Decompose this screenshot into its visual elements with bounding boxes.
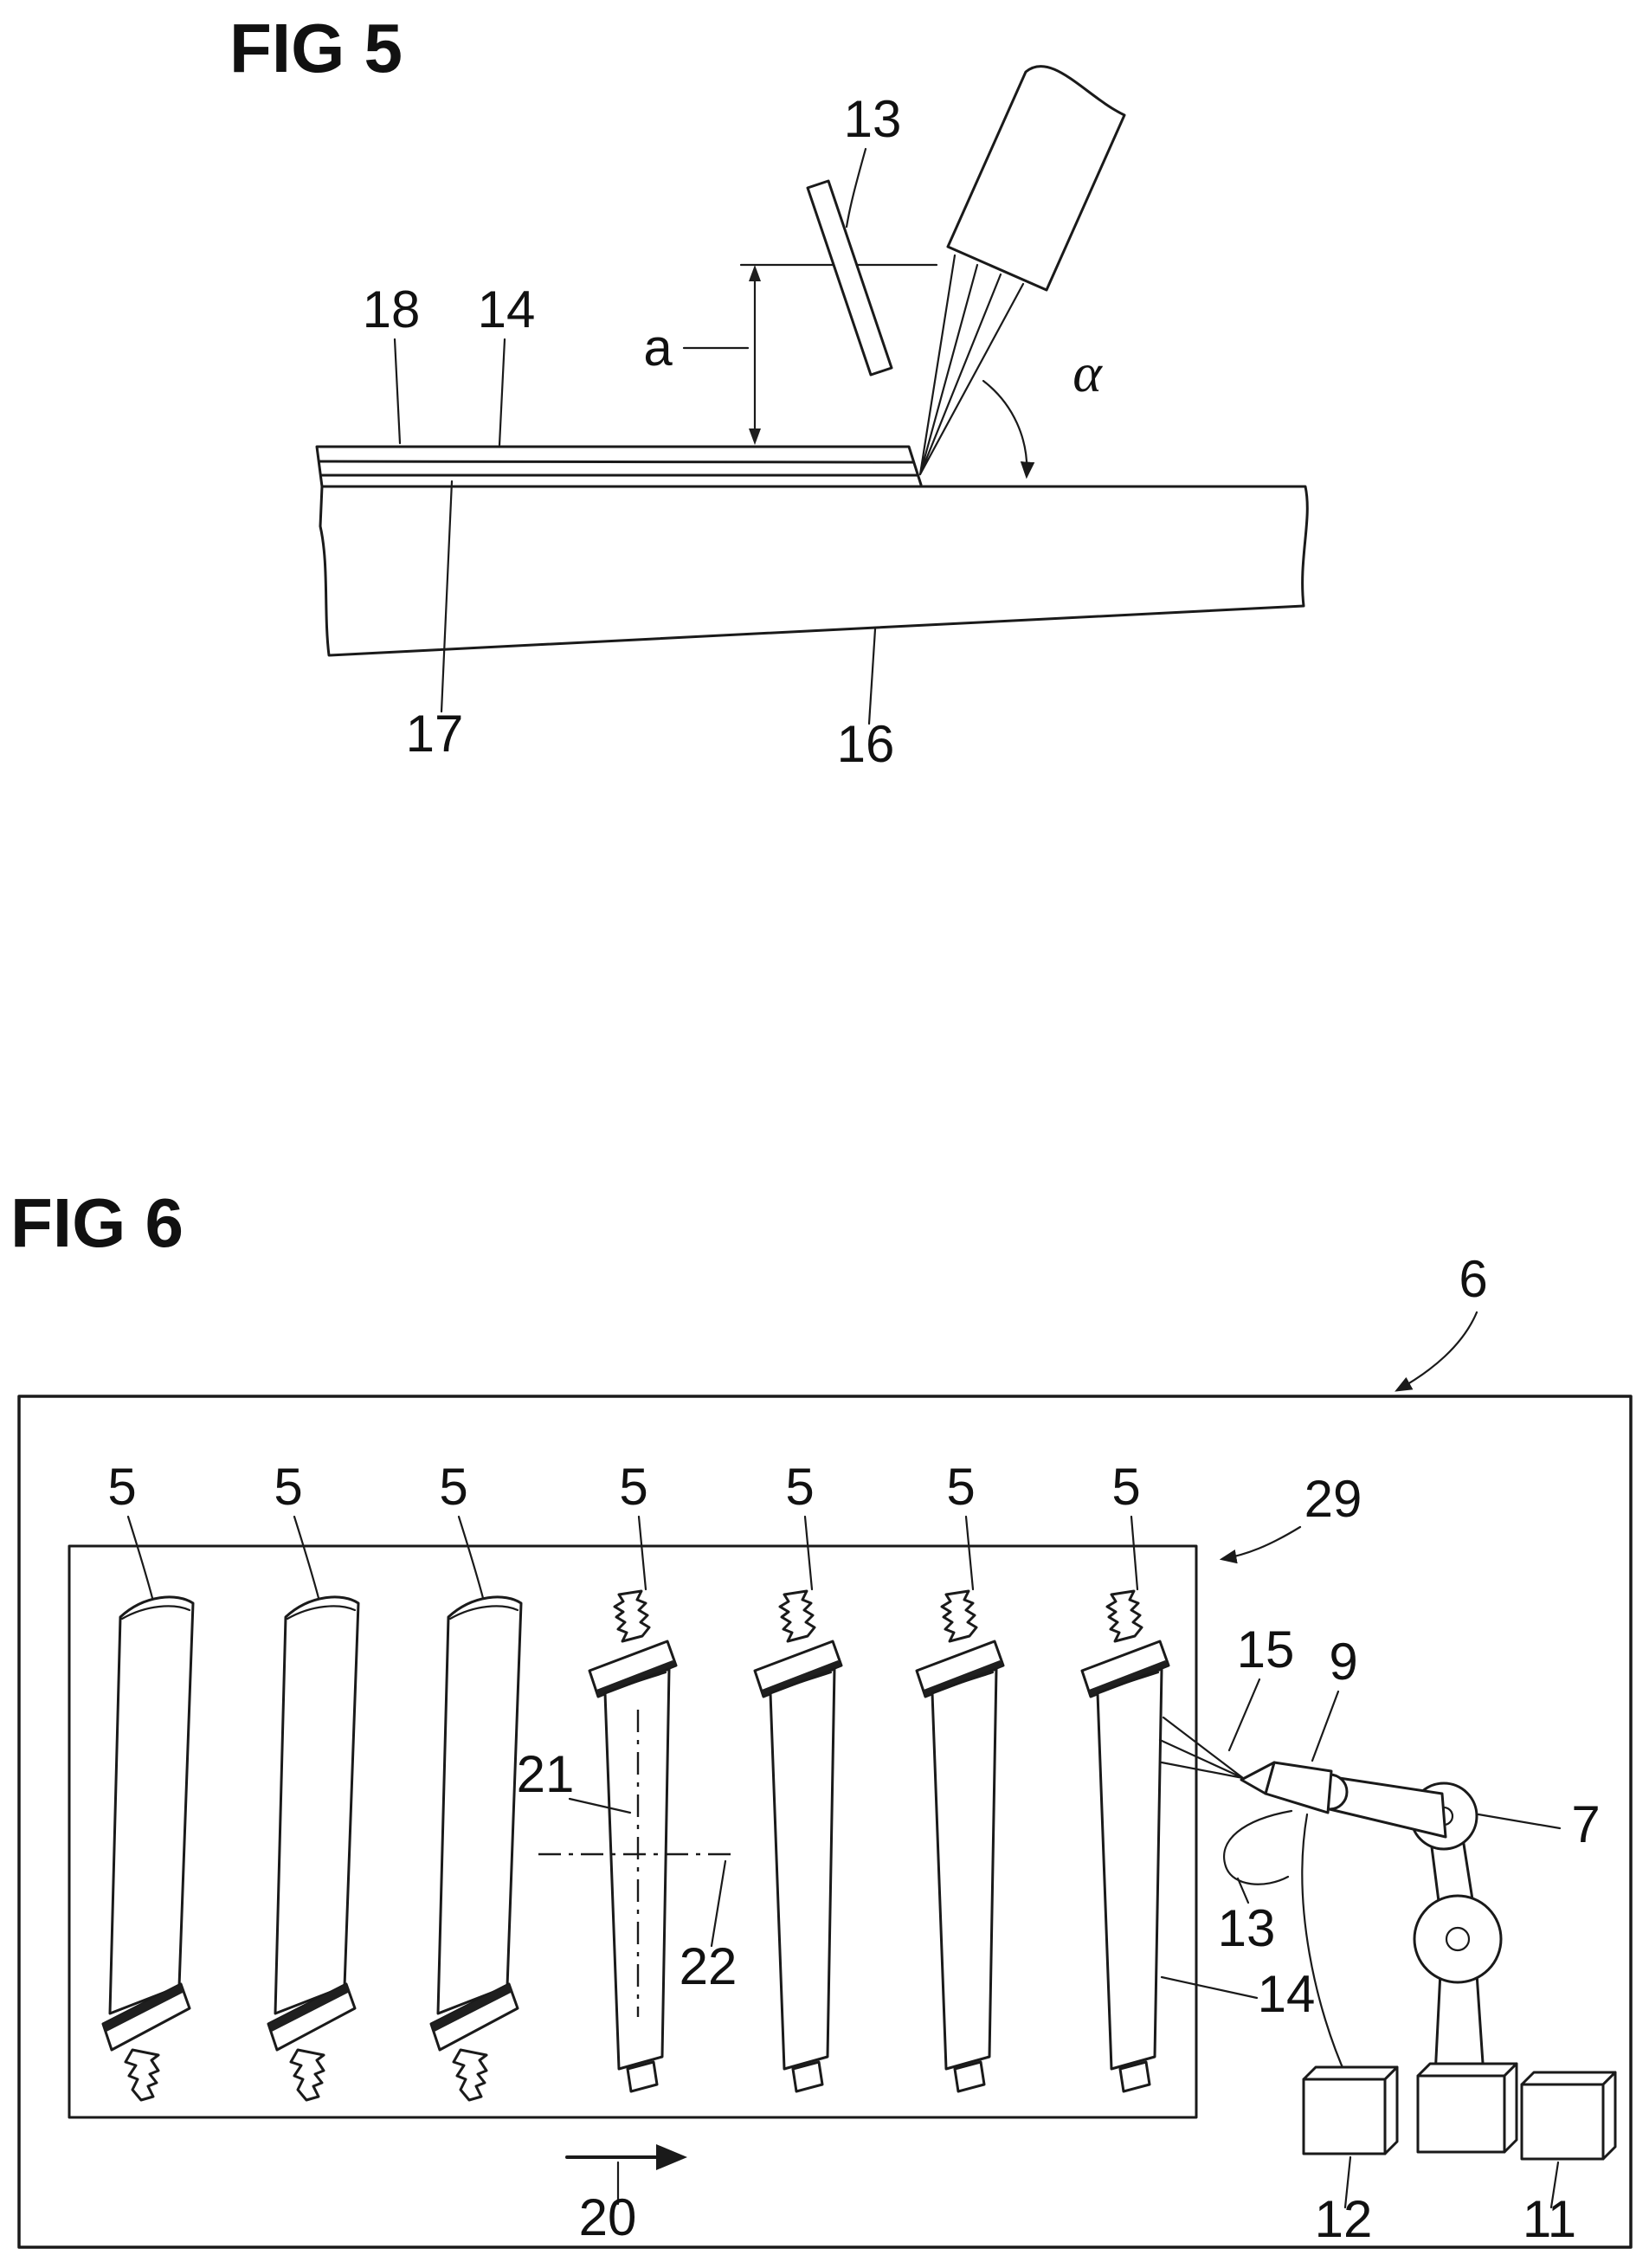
feed-direction: 20 bbox=[565, 2144, 687, 2246]
fig6-title: FIG 6 bbox=[10, 1184, 184, 1261]
label-direction-20: 20 bbox=[579, 2188, 637, 2246]
label-blade-5: 5 bbox=[439, 1458, 467, 1516]
blade-root-up bbox=[753, 1589, 843, 2093]
leader-installation bbox=[1395, 1311, 1478, 1392]
supply-units: 12 11 bbox=[1302, 2065, 1617, 2248]
angle-alpha: α bbox=[982, 342, 1103, 480]
label-axis-22: 22 bbox=[680, 1937, 738, 1995]
label-blade-5: 5 bbox=[785, 1458, 814, 1516]
robot-lower-link bbox=[1433, 1970, 1485, 2078]
blade-centerlines: 21 22 bbox=[517, 1710, 738, 2017]
label-jet-15: 15 bbox=[1237, 1620, 1295, 1678]
spray-gun-body bbox=[1264, 1761, 1333, 1814]
robot-base bbox=[1416, 2074, 1506, 2154]
robot-shoulder-joint bbox=[1413, 1894, 1503, 1984]
label-underlayer-17: 17 bbox=[406, 705, 464, 763]
robot-base-top bbox=[1416, 2062, 1518, 2078]
label-hose-13: 13 bbox=[1218, 1899, 1276, 1957]
dimension-a: a bbox=[643, 265, 761, 445]
fig5-leaders: 13 18 14 17 16 bbox=[363, 90, 902, 773]
blade-root-down bbox=[101, 1595, 195, 2102]
label-installation-6: 6 bbox=[1459, 1250, 1487, 1308]
workpiece bbox=[319, 485, 1309, 657]
label-unit-12: 12 bbox=[1315, 2190, 1373, 2248]
arrowhead-down-icon bbox=[749, 428, 761, 445]
blade-root-down bbox=[429, 1595, 523, 2102]
label-angle-alpha: α bbox=[1072, 342, 1103, 403]
label-blade-5: 5 bbox=[274, 1458, 302, 1516]
installation-boundary bbox=[17, 1395, 1633, 2249]
blade-root-up bbox=[588, 1589, 678, 2093]
fig5-title: FIG 5 bbox=[229, 10, 403, 87]
coating-layers bbox=[315, 445, 923, 488]
unit-11-box bbox=[1520, 2083, 1605, 2161]
blade-labels: 5 5 5 5 5 5 5 bbox=[107, 1458, 1141, 1600]
spray-nozzle bbox=[946, 65, 1126, 292]
label-robot-7: 7 bbox=[1571, 1795, 1600, 1853]
supply-cable bbox=[1301, 1813, 1349, 2079]
label-distance-a: a bbox=[643, 319, 673, 377]
label-blade-5: 5 bbox=[619, 1458, 647, 1516]
label-coated-blade-14: 14 bbox=[1258, 1965, 1316, 2023]
spray-robot bbox=[1158, 1716, 1518, 2154]
label-blade-5: 5 bbox=[946, 1458, 975, 1516]
label-gun-9: 9 bbox=[1329, 1633, 1357, 1691]
label-axis-21: 21 bbox=[517, 1745, 575, 1803]
fig6-leaders: 15 9 13 7 14 bbox=[1160, 1620, 1601, 2023]
spray-jet bbox=[918, 254, 1025, 476]
label-blade-5: 5 bbox=[107, 1458, 136, 1516]
blade-root-up bbox=[1080, 1589, 1170, 2093]
label-layer-14: 14 bbox=[478, 280, 536, 338]
robot-base-side bbox=[1503, 2062, 1518, 2154]
label-substrate-16: 16 bbox=[837, 715, 895, 773]
label-blade-5: 5 bbox=[1111, 1458, 1140, 1516]
leader-enclosure bbox=[1219, 1525, 1302, 1564]
spray-fan bbox=[1158, 1716, 1245, 1780]
figure-6: FIG 6 6 29 5 5 5 5 5 5 5 bbox=[10, 1184, 1633, 2249]
spray-gun-tip bbox=[1240, 1761, 1276, 1795]
blade-enclosure bbox=[68, 1544, 1198, 2119]
label-rod-13: 13 bbox=[844, 90, 902, 148]
turbine-blades bbox=[101, 1589, 1170, 2102]
arrowhead-up-icon bbox=[749, 265, 761, 281]
supply-hose bbox=[1223, 1809, 1293, 1885]
blade-root-down bbox=[267, 1595, 360, 2102]
label-unit-11: 11 bbox=[1523, 2190, 1576, 2248]
blade-root-up bbox=[915, 1589, 1005, 2093]
unit-12-box bbox=[1302, 2078, 1387, 2155]
label-top-layer-18: 18 bbox=[363, 280, 421, 338]
label-enclosure-29: 29 bbox=[1304, 1470, 1362, 1528]
measuring-rod bbox=[806, 179, 893, 377]
figure-5: FIG 5 a bbox=[229, 10, 1309, 773]
